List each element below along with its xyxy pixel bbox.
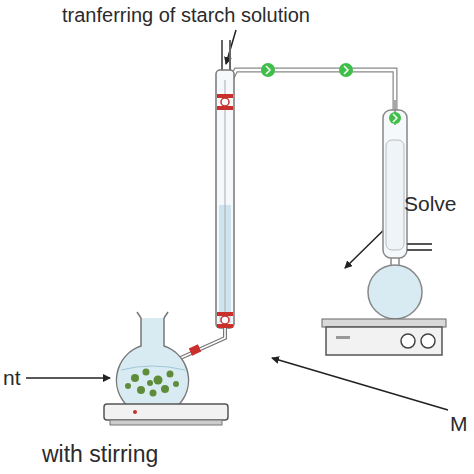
solvent-label: Solve [404,192,457,215]
stirring-label: with stirring [42,442,158,467]
flask-label: nt [3,366,21,389]
stirrer-label: M [450,412,468,435]
transfer-label: tranferring of starch solution [62,4,310,26]
